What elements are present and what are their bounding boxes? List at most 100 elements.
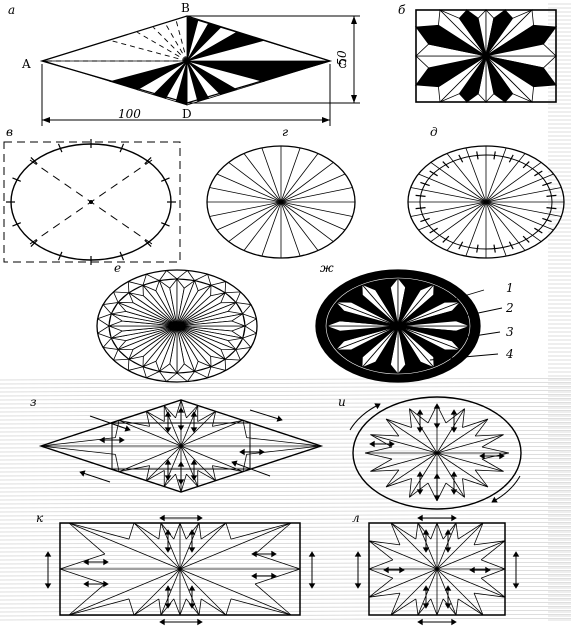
panel-label-k: к: [36, 511, 44, 525]
ticked-ellipse: [407, 145, 565, 259]
outer-triangle: [102, 301, 119, 315]
dimension-width-label: 100: [118, 107, 141, 121]
tick-mark: [57, 251, 63, 261]
hatch-line: [0, 534, 571, 537]
tick-mark: [546, 194, 557, 197]
hatch-line: [0, 598, 571, 601]
panel-a: а A B C D 100 50: [8, 1, 360, 126]
tick-mark: [508, 241, 514, 250]
outer-triangle: [96, 325, 112, 339]
tick-mark: [522, 235, 530, 243]
arrowhead: [190, 475, 198, 481]
arrowhead: [354, 583, 362, 589]
arrow-shaft: [79, 471, 111, 483]
facet-line: [146, 470, 165, 481]
arrowhead: [188, 529, 196, 535]
arrowhead: [417, 514, 423, 522]
facet-line: [175, 399, 182, 419]
facet-line: [368, 568, 393, 579]
arrowhead: [422, 529, 430, 535]
arrowhead: [124, 425, 131, 432]
arrowhead: [416, 471, 424, 477]
facet-line: [409, 408, 429, 424]
facet-line: [146, 445, 182, 481]
tick-mark: [522, 161, 530, 169]
arrowhead: [491, 496, 498, 503]
arrowhead: [451, 618, 457, 626]
facet-line: [179, 522, 200, 570]
arrowhead: [251, 572, 257, 580]
facet-line: [160, 568, 181, 616]
radius-line: [485, 201, 562, 217]
facet-line: [462, 408, 465, 428]
arrowhead: [119, 436, 125, 444]
hatch-line: [0, 498, 571, 501]
facet-line: [385, 452, 438, 488]
arrowhead: [450, 471, 458, 477]
radius-line: [280, 147, 301, 203]
arrowhead: [416, 427, 424, 433]
facet-line: [179, 598, 187, 616]
arrowhead: [479, 452, 485, 460]
hatch-line: [0, 494, 571, 497]
point-b-label: B: [181, 1, 190, 15]
hatch-line: [0, 386, 571, 389]
arrowhead: [159, 514, 165, 522]
dimension-lines: [41, 15, 360, 126]
facet-line: [390, 522, 401, 546]
facet-line: [430, 598, 438, 616]
facet-line: [68, 522, 181, 570]
outer-triangle: [102, 337, 119, 351]
radius-line: [228, 162, 282, 203]
arrowhead: [308, 583, 316, 589]
facet-line: [370, 434, 438, 454]
facet-line: [417, 522, 432, 540]
outer-triangle: [242, 325, 258, 339]
hatch-line: [0, 502, 571, 505]
facet-line: [390, 598, 417, 616]
arrowhead: [451, 514, 457, 522]
arrowhead: [444, 585, 452, 591]
panel-b: б: [398, 3, 558, 104]
rhombus-rosette: [39, 15, 333, 106]
hatch-line: [0, 394, 571, 397]
outlined-rosette: [96, 269, 258, 383]
hatch-line: [0, 390, 571, 393]
facet-line: [59, 553, 106, 570]
radius-line: [485, 187, 562, 203]
outer-triangle: [209, 358, 227, 371]
facet-line: [481, 434, 504, 448]
arrowhead: [271, 572, 277, 580]
radius-line: [243, 201, 282, 251]
hatch-line: [0, 430, 571, 433]
facet-line: [473, 592, 506, 598]
facet-line: [68, 598, 130, 616]
outer-triangle: [193, 366, 212, 379]
arrowhead: [83, 580, 89, 588]
dimension-height-label: 50: [335, 50, 349, 66]
outer-triangle: [175, 269, 196, 282]
facet-line: [158, 598, 162, 616]
facet-line: [163, 473, 176, 487]
facet-line: [368, 568, 438, 598]
arrowhead: [512, 583, 520, 589]
hatch-line: [0, 594, 571, 597]
facet-line: [409, 408, 412, 428]
hatch-line: [0, 406, 571, 409]
arrowhead: [197, 514, 203, 522]
facet-line: [390, 522, 438, 570]
tick-mark: [420, 217, 430, 223]
panel-label-a: а: [8, 3, 15, 17]
facet-line: [481, 559, 506, 570]
rotation-arc: [349, 403, 381, 431]
facet-line: [436, 408, 465, 454]
arrowhead: [422, 585, 430, 591]
hatch-line: [0, 618, 571, 621]
panel-label-zh: ж: [320, 261, 334, 275]
tick-mark: [534, 227, 543, 234]
center-point: [89, 200, 93, 204]
outer-triangle: [209, 281, 227, 294]
facet-line: [462, 478, 489, 488]
facet-line: [179, 568, 292, 616]
arrowhead: [374, 403, 381, 410]
